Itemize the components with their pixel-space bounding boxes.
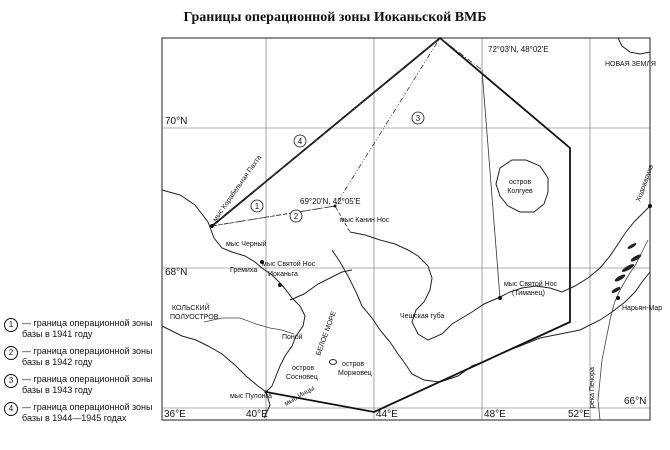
legend-text-3: — граница операционной зоны базы в 1943 …	[22, 374, 162, 396]
legend-text-2-line: — граница операционной зоны базы в 1942 …	[22, 346, 153, 367]
lon-44-label: 44°E	[376, 409, 398, 420]
legend-number-4: 4	[4, 402, 18, 416]
label-naryan-mar: Нарьян-Мар	[622, 305, 662, 312]
label-mys-svyatoy-nos: мыс Святой Нос	[262, 260, 316, 268]
label-gremikha: Гремиха	[230, 267, 257, 274]
legend-text-4-line: — граница операционной зоны базы в 1944—…	[22, 402, 153, 423]
zone-marker-2-label: 2	[294, 212, 299, 221]
lon-40-label: 40°E	[246, 409, 268, 420]
legend-number-2: 2	[4, 346, 18, 360]
lon-48-label: 48°E	[484, 409, 506, 420]
north-meridian-line	[481, 69, 501, 299]
morzhovets-island	[329, 359, 337, 365]
ponoy-river	[203, 317, 295, 335]
label-beloe-more: БЕЛОЕ МОРЕ	[315, 310, 338, 356]
legend-text-2: — граница операционной зоны базы в 1942 …	[22, 346, 162, 368]
zone-marker-1-label: 1	[255, 202, 260, 211]
kola-peninsula-coast	[161, 189, 306, 393]
pechora-river	[597, 239, 649, 421]
zone-marker-1: 1	[250, 199, 264, 213]
label-mys-kanin: мыс Канин Нос	[340, 217, 390, 224]
lat-68-label: 68°N	[165, 267, 187, 278]
label-ponoy: Поной	[282, 333, 303, 341]
label-pechora: река Печора	[589, 367, 596, 408]
boundary-1941	[211, 205, 351, 233]
label-novaya-zemlya: НОВАЯ ЗЕМЛЯ	[605, 61, 656, 68]
legend-number-3: 3	[4, 374, 18, 388]
label-cheshskaya: Чешская губа	[400, 312, 444, 320]
lon-52-label: 52°E	[568, 409, 590, 420]
map-title: Границы операционной зоны Иоканьской ВМБ	[183, 10, 487, 25]
legend-number-1: 1	[4, 318, 18, 332]
lon-36-label: 36°E	[164, 409, 186, 420]
legend-text-3-line: — граница операционной зоны базы в 1943 …	[22, 374, 153, 395]
zone-marker-3: 3	[411, 111, 425, 125]
coord-north-label: 72°03'N, 48°02'E	[488, 45, 549, 54]
zone-marker-4-label: 4	[298, 137, 303, 146]
lat-66-label: 66°N	[624, 396, 646, 407]
zone-marker-4: 4	[293, 134, 307, 148]
label-iokanga: Иоканьга	[268, 271, 298, 278]
coord-kanin-label: 69°20'N, 42°05'E	[300, 197, 361, 206]
label-khodovarikha: Ходоварика	[635, 164, 655, 203]
zone-marker-2: 2	[289, 209, 303, 223]
kanin-peninsula-coast	[349, 231, 499, 341]
timan-coast	[497, 205, 651, 299]
graticule	[162, 38, 650, 420]
legend-text-1-line: — граница операционной зоны базы в 1941 …	[22, 318, 153, 339]
label-mys-cherny: мыс Черный	[226, 240, 267, 248]
legend-text-1: — граница операционной зоны базы в 1941 …	[22, 318, 162, 340]
lat-70-label: 70°N	[165, 116, 187, 127]
novaya-zemlya-coast	[617, 37, 651, 55]
label-mys-korabelnaya: мыс Корабельная Пахта	[211, 154, 263, 224]
legend-text-4: — граница операционной зоны базы в 1944—…	[22, 402, 162, 424]
label-mys-pulonga: мыс Пулонга	[230, 393, 272, 400]
boundary-1943	[211, 37, 483, 227]
zone-marker-3-label: 3	[416, 114, 421, 123]
southern-coast	[403, 271, 651, 383]
zone-marker-group: 1 2 3 4	[250, 111, 425, 223]
label-mys-svyatoy-nos-timanets: мыс Святой Нос(Тиманец)	[504, 280, 558, 297]
kolguev-island	[495, 159, 549, 213]
place-markers	[210, 204, 652, 394]
map-frame	[161, 37, 651, 421]
pechora-delta-islands	[611, 243, 642, 293]
onega-coast	[263, 391, 271, 419]
cheshskaya-bay	[331, 249, 405, 363]
mezen-coast	[289, 269, 353, 301]
